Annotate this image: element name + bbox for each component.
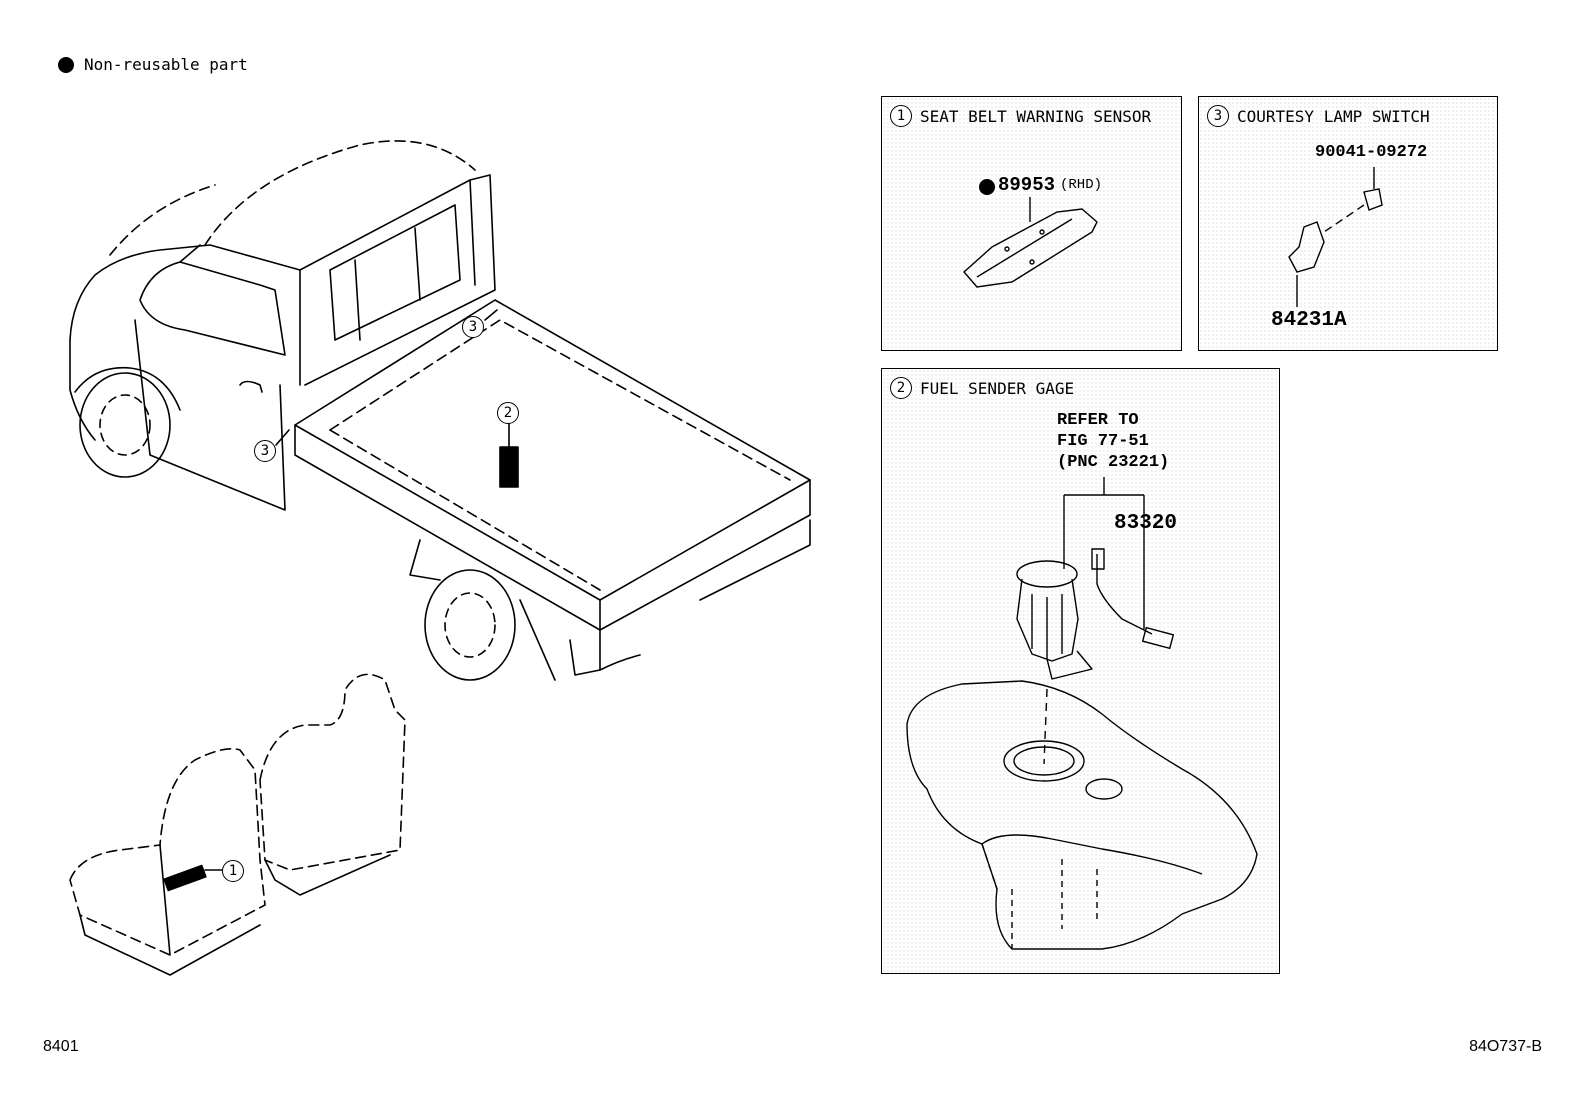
footer-left-code: 8401 (43, 1038, 79, 1055)
panel-index: 1 (890, 105, 912, 127)
seat-belt-sensor-drawing (963, 197, 1098, 288)
panel-title-text: SEAT BELT WARNING SENSOR (920, 106, 1152, 126)
fuel-sender-drawing (906, 477, 1258, 950)
panel-fuel-sender-gage: 2 FUEL SENDER GAGE REFER TO FIG 77-51 (P… (881, 368, 1280, 974)
part-number-83320: 83320 (1114, 512, 1178, 535)
panel-title-text: FUEL SENDER GAGE (920, 378, 1075, 398)
panel-courtesy-lamp-switch: 3 COURTESY LAMP SWITCH 90041-09272 84231… (1198, 96, 1498, 351)
panel-index: 3 (1207, 105, 1229, 127)
panel-index: 2 (890, 377, 912, 399)
callout-courtesy-switch-upper: 3 (462, 316, 484, 338)
legend-label: Non-reusable part (84, 55, 248, 74)
panel-title-fuel: 2 FUEL SENDER GAGE (890, 377, 1074, 399)
part-number-90041-09272: 90041-09272 (1315, 143, 1428, 162)
part-note-rhd: (RHD) (1060, 177, 1103, 193)
refer-to-line2: FIG 77-51 (1057, 432, 1149, 451)
non-reusable-bullet-icon (979, 179, 995, 195)
panel-title-seat-belt: 1 SEAT BELT WARNING SENSOR (890, 105, 1151, 127)
refer-to-line1: REFER TO (1057, 411, 1139, 430)
part-number-89953: 89953 (998, 174, 1056, 196)
panel-seat-belt-sensor: 1 SEAT BELT WARNING SENSOR 89953 (RHD) (881, 96, 1182, 351)
refer-to-line3: (PNC 23221) (1057, 453, 1170, 472)
courtesy-switch-drawing (1288, 167, 1383, 307)
panel-title-courtesy: 3 COURTESY LAMP SWITCH (1207, 105, 1430, 127)
footer-right-code: 84O737-B (1469, 1038, 1542, 1055)
callout-fuel-sender: 2 (497, 402, 519, 424)
panel-title-text: COURTESY LAMP SWITCH (1237, 106, 1430, 126)
part-number-84231a: 84231A (1271, 309, 1347, 332)
non-reusable-legend: Non-reusable part (58, 55, 248, 74)
non-reusable-bullet-icon (58, 56, 74, 73)
callout-seat-belt-sensor: 1 (222, 860, 244, 882)
callout-courtesy-switch-lower: 3 (254, 440, 276, 462)
